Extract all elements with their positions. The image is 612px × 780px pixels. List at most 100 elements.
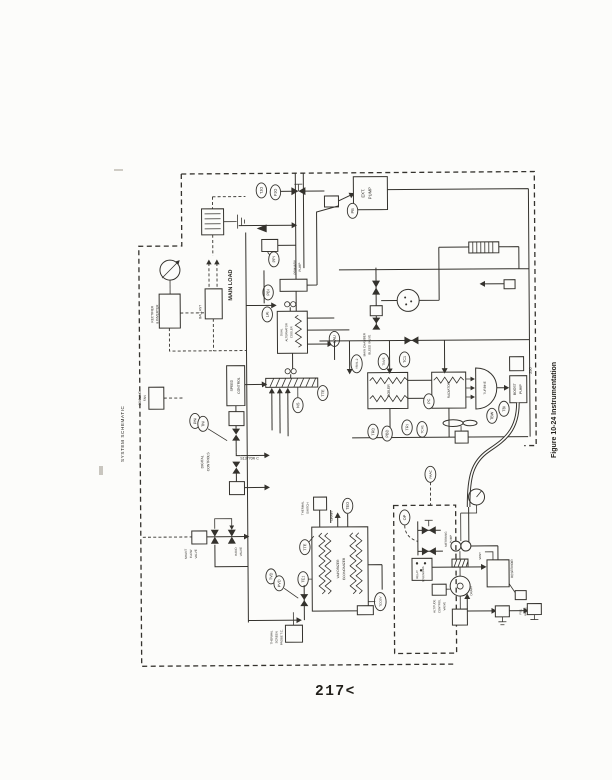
instrument-bubble-tri: TRI [405,424,409,430]
altitude-valve-label-1: ALTITUDE [432,599,436,612]
instrument-bubble-ppi: PPI [272,256,276,262]
throttle-valve-icon [300,594,309,607]
alternator-cooler-section: DUAL ALTERNATOR COOLER LAI LAU NS TTE [246,301,350,436]
thermal-screen-probe-label-3: PROBE T.C. [279,629,283,645]
instrument-bubble-pbi: PBI [266,289,270,295]
thermal-switch-label-2: SWITCH [306,502,310,513]
instrument-bubble-tvd: TVD [269,572,273,580]
instrument-bubble-paac: PAAC [429,469,433,478]
instrument-bubble-pb: PB [351,208,355,214]
valve-icon [227,529,236,544]
ext-pump-label-1: EXT. [360,189,365,198]
drain2-label: DRAIN [469,586,473,595]
rectifier-inverter-box [159,294,180,328]
ground-symbol [224,215,245,229]
fill-valve-label-1: FILL [518,608,522,614]
scan-artifact [99,466,103,475]
cooler-coil [295,315,301,347]
instrument-bubble-pvd: PVD [277,579,281,587]
valve-icon [232,461,241,474]
flange-box [357,606,373,615]
actuator-box [452,609,467,625]
valve-icon [372,317,381,330]
electrical-load-section: MAIN LOAD BALLAST RECTIFIER & INVERTER [150,197,246,352]
bleed-valve-icon [404,336,419,345]
altitude-valve-label-3: VALVE [442,602,446,611]
instrument-bubble-lai: LAI [266,312,270,318]
altitude-control-section: OP METERING PUMP DRAIN ALTITUDE CONTROL … [399,489,541,626]
instrument-bubble-tni: TNI [201,421,205,427]
shunt-flow-valve-label-3: VALVE [194,549,198,558]
fan-motor-box [455,431,468,443]
scan-artifact [114,169,123,171]
cooler-label-1: DUAL [279,328,283,336]
vaporizer-economizer-box [312,527,369,611]
speed-control-label-2: CONTROL [237,377,241,394]
thermal-screen-probe-label-1: THERMAL [269,630,273,644]
funnel-icon [256,224,267,233]
junction-box [324,196,338,207]
rectifier-label-1: RECTIFIER [150,305,154,323]
speed-control-label-1: SPEED [230,379,234,391]
instrument-bubble-trv12: TRV1-2 [355,358,359,369]
bleed-valve-label-1: MAIN CHAMBER [362,332,366,356]
valve-icon [421,547,436,556]
instrument-bubble-teo: TEO [346,502,350,510]
altitude-group-border [394,505,457,653]
ext-pump-label-2: PUMP [367,187,372,199]
reservoir-label: RESERVOIR [510,559,514,578]
controls-section: COOLING FAN SPEED CONTROL PNI TNI DIGITA… [138,365,270,495]
shunt-flow-valve-label-1: SHUNT [184,549,188,560]
control-box-1 [229,412,244,426]
fill-valve-box [515,591,526,600]
pressure-250-label: 250 [529,367,533,373]
valve-icon [372,280,381,295]
page-number: 217< [315,684,356,700]
vaporizer-label-2: ECONOMIZER [342,557,346,580]
vaporizer-section: SHUNT FLOW VALVE HAND VALVE TVD PVD THER… [143,497,387,645]
thermal-switch-label-1: THERMAL [301,501,305,515]
instrument-bubble-pc: PC [427,398,431,404]
figure-caption: Figure 10-24 Instrumentation [551,362,558,458]
top-pump-loop: TJO PJO EXT. PUMP PB PPI PRIMARY PUMP PB… [238,173,390,623]
drain-label: DRAIN [330,511,334,520]
instrument-bubble-te1: TE1 [301,576,305,583]
metering-pump-label-2: PUMP [449,535,453,543]
primary-pump-label-2: PUMP [298,263,302,272]
pump-head [461,541,471,551]
boost-pump-label-2: PUMP [519,383,523,394]
relay-solenoids-label-2: SOLENOIDS [421,566,425,582]
instrument-bubble-tca1: TCA1 [420,425,424,433]
hand-valve-label-2: VALVE [239,547,243,556]
junction-box [432,584,446,595]
instrument-bubble-tbw: TBW [490,411,494,420]
ballast-box [205,289,222,319]
valve-icon [421,526,436,535]
altitude-valve-label-2: CONTROL [437,599,441,613]
instrument-bubble-pbd: PBD [385,429,389,437]
hand-valve-label-1: HAND [234,547,238,556]
instrument-bubble-tcosv: TCOSV [379,596,383,606]
bleed-valve-label-2: BLEED VALVE [367,335,371,355]
digital-controls-label-1: DIGITAL [200,455,204,468]
instrument-bubble-ns: NS [296,402,300,408]
instrument-bubble-tjo: TJO [260,187,264,194]
turbine-label: TURBINE [483,381,487,394]
cooling-fan-label-2: FAN [143,395,147,401]
turbine-shape [476,368,497,409]
primary-pump-label-1: PRIMARY [293,259,297,274]
instrument-bubble-pjo: PJO [274,189,278,196]
thermal-switch-box [314,497,327,510]
vaporizer-label-1: VAPORIZER [336,559,340,578]
ballast-label: BALLAST [198,305,202,319]
ext-pump-box [353,177,387,210]
reservoir-box [487,560,509,587]
shunt-valve-box [192,531,207,544]
primary-pump-box [280,279,307,291]
schematic-dashed-border [138,172,537,667]
relay-solenoids-label-1: RELAY [415,570,419,579]
filter-box [527,604,541,615]
valve-icon [210,529,219,544]
thermal-screen-probe-box [285,625,302,642]
